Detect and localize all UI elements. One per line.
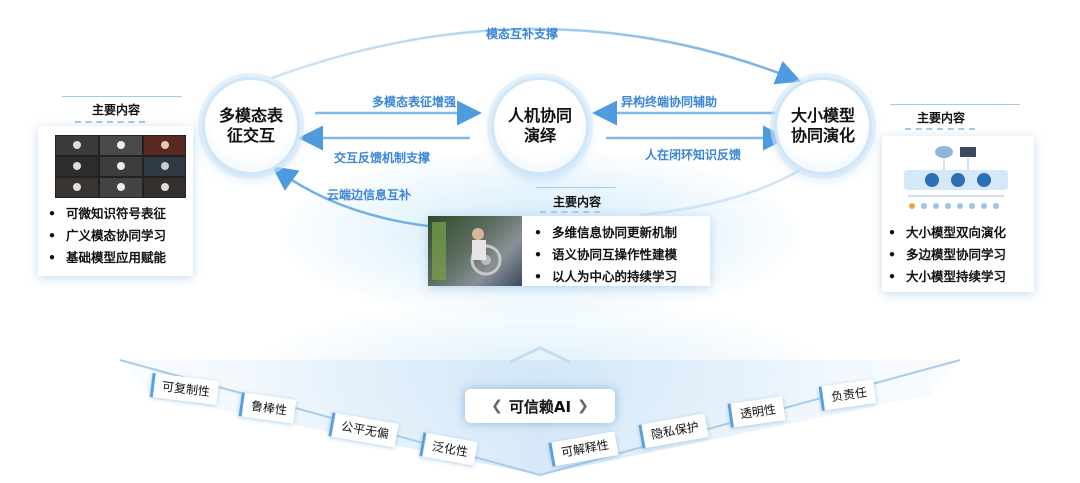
cloud-arc <box>271 166 429 228</box>
list-item: •基础模型应用赋能 <box>48 250 167 265</box>
list-item: •以人为中心的持续学习 <box>534 269 678 284</box>
trustworthy-ai-core: ❮ 可信赖AI ❯ <box>465 389 615 423</box>
list-item: •大小模型双向演化 <box>888 225 1007 240</box>
right-title-dash <box>905 128 975 130</box>
list-item: •大小模型持续学习 <box>888 269 1007 284</box>
left-bullet-list: •可微知识符号表征 •广义模态协同学习 •基础模型应用赋能 <box>48 203 166 269</box>
node-label: 多模态表征交互 <box>218 106 283 145</box>
right-title-line <box>890 104 1020 105</box>
gesture-image-grid <box>55 135 186 198</box>
top-arc <box>271 27 802 85</box>
center-title-line <box>536 187 616 188</box>
node-label: 人机协同演绎 <box>507 106 572 145</box>
robot-operator-image <box>428 216 522 286</box>
list-item: •多边模型协同学习 <box>888 247 1007 262</box>
node-multimodal-interaction: 多模态表征交互 <box>205 80 297 172</box>
list-item: •语义协同互操作性建模 <box>534 247 678 262</box>
node-label: 大小模型协同演化 <box>790 106 855 145</box>
flow-label-right-to-center: 异构终端协同辅助 <box>621 95 718 109</box>
list-item: •多维信息协同更新机制 <box>534 225 678 240</box>
list-item: •广义模态协同学习 <box>48 228 167 243</box>
gesture-thumbnails <box>56 136 185 197</box>
node-large-small-model: 大小模型协同演化 <box>777 80 869 172</box>
right-bullet-list: •大小模型双向演化 •多边模型协同学习 •大小模型持续学习 <box>888 222 1006 288</box>
flow-label-cloud: 云端边信息互补 <box>327 188 412 202</box>
flow-label-left-to-center: 多模态表征增强 <box>372 95 457 109</box>
chevron-left-icon: ❮ <box>491 398 503 414</box>
list-item: •可微知识符号表征 <box>48 206 167 221</box>
flow-label-center-to-left: 交互反馈机制支撑 <box>334 151 431 165</box>
left-section-title: 主要内容 <box>92 103 141 117</box>
core-label: 可信赖AI <box>508 397 572 416</box>
center-section-title: 主要内容 <box>553 195 602 209</box>
center-title-dash <box>540 211 600 213</box>
left-title-dash <box>75 121 145 123</box>
center-bullet-list: •多维信息协同更新机制 •语义协同互操作性建模 •以人为中心的持续学习 <box>534 222 677 288</box>
right-panel <box>882 136 1034 292</box>
flow-label-top: 模态互补支撑 <box>486 27 559 41</box>
right-section-title: 主要内容 <box>917 111 966 125</box>
robot-operator-illustration <box>432 222 502 280</box>
network-topology-icon <box>904 146 1008 209</box>
chevron-right-icon: ❯ <box>577 398 589 414</box>
flow-label-center-to-right: 人在闭环知识反馈 <box>645 148 742 162</box>
left-title-line <box>62 96 182 97</box>
node-human-machine: 人机协同演绎 <box>494 80 586 172</box>
